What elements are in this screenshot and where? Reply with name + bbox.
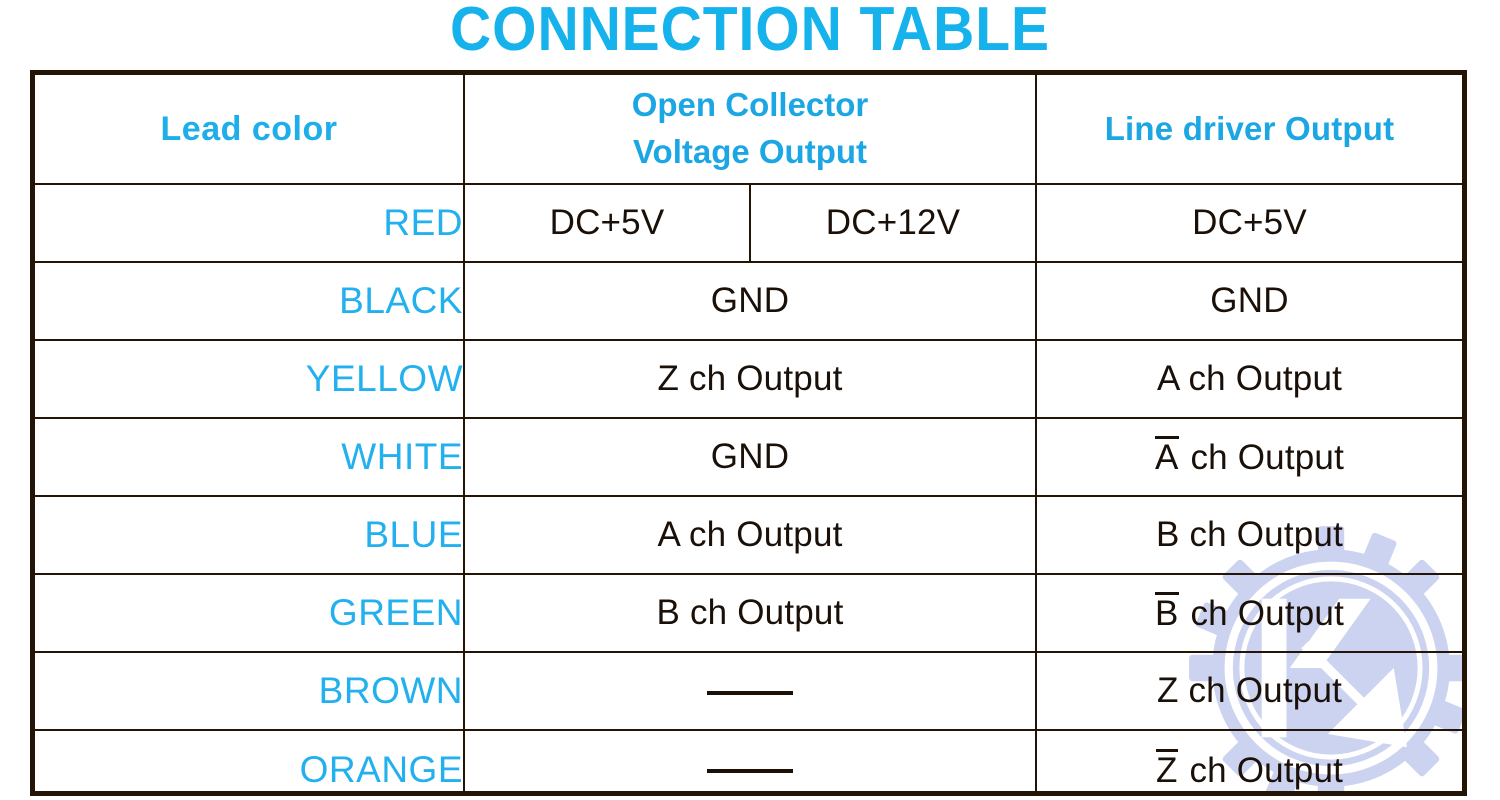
cell-lead-color: BLUE (35, 495, 465, 575)
table-header-row: Lead color Open Collector Voltage Output… (35, 75, 1462, 185)
cell-lead-color: ORANGE (35, 729, 465, 791)
em-dash-placeholder-icon (707, 769, 793, 774)
cell-line-driver-text: ch Output (1180, 438, 1345, 477)
connection-table: Lead color Open Collector Voltage Output… (35, 75, 1462, 791)
cell-open-collector-5v: DC+5V (463, 183, 751, 263)
cell-open-collector: GND (463, 261, 1037, 341)
page-title: CONNECTION TABLE (450, 0, 1050, 64)
header-open-collector-line2: Voltage Output (632, 133, 868, 170)
cell-line-driver: Z ch Output (1035, 729, 1462, 791)
cell-lead-color: BROWN (35, 651, 465, 731)
cell-open-collector: A ch Output (463, 495, 1037, 575)
overline-char: B (1154, 592, 1179, 633)
cell-open-collector-12v: DC+12V (749, 183, 1037, 263)
header-line-driver: Line driver Output (1035, 75, 1462, 185)
cell-line-driver: B ch Output (1035, 573, 1462, 653)
cell-lead-color: YELLOW (35, 339, 465, 419)
cell-open-collector: GND (463, 417, 1037, 497)
cell-lead-color: RED (35, 183, 465, 263)
cell-line-driver-text: ch Output (1179, 750, 1344, 790)
cell-line-driver: GND (1035, 261, 1462, 341)
cell-open-collector: Z ch Output (463, 339, 1037, 419)
header-open-collector-line1: Open Collector (631, 86, 869, 124)
table-row: ORANGE Z ch Output (35, 729, 1462, 791)
table-row: BROWN Z ch Output (35, 651, 1462, 731)
em-dash-placeholder-icon (707, 690, 793, 695)
cell-open-collector: B ch Output (463, 573, 1037, 653)
header-open-collector: Open Collector Voltage Output (463, 75, 1037, 185)
cell-open-collector (463, 651, 1037, 731)
cell-line-driver: A ch Output (1035, 339, 1462, 419)
overline-char: Z (1155, 748, 1178, 790)
overline-char: A (1154, 436, 1179, 477)
cell-line-driver: A ch Output (1035, 417, 1462, 497)
cell-line-driver: DC+5V (1035, 183, 1462, 263)
cell-lead-color: GREEN (35, 573, 465, 653)
header-lead-color: Lead color (35, 75, 465, 185)
cell-line-driver-text: ch Output (1180, 594, 1345, 633)
connection-table-container: Lead color Open Collector Voltage Output… (30, 70, 1467, 796)
cell-open-collector (463, 729, 1037, 791)
cell-line-driver: Z ch Output (1035, 651, 1462, 731)
cell-lead-color: BLACK (35, 261, 465, 341)
cell-lead-color: WHITE (35, 417, 465, 497)
cell-line-driver: B ch Output (1035, 495, 1462, 575)
